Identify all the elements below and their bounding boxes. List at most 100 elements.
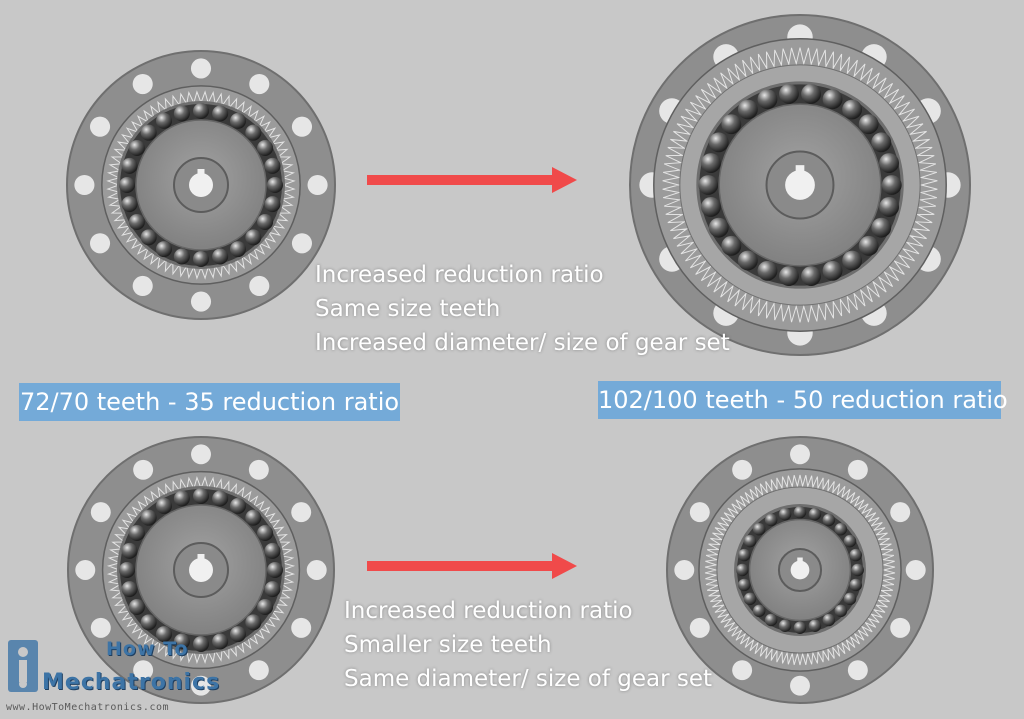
bolt-hole — [89, 116, 111, 137]
keyway — [795, 165, 805, 174]
bearing-ball — [871, 217, 892, 238]
shaft-bore — [189, 173, 213, 197]
bearing-ball — [140, 124, 157, 141]
bolt-hole — [133, 459, 154, 480]
bearing-ball — [738, 578, 751, 592]
keyway — [197, 554, 205, 561]
bearing-ball — [264, 581, 281, 598]
note-line: Increased reduction ratio — [344, 598, 633, 624]
bolt-hole — [291, 617, 312, 638]
label-72-70-teeth: 72/70 teeth - 35 reduction ratio — [19, 383, 400, 421]
bearing-ball — [801, 83, 821, 104]
bearing-ball — [128, 140, 145, 156]
bearing-ball — [173, 633, 190, 650]
bearing-ball — [119, 177, 135, 193]
bearing-ball — [743, 534, 757, 548]
gear-set-102-100-bottom — [666, 436, 934, 704]
bolt-hole — [732, 660, 753, 681]
bolt-hole — [191, 444, 211, 465]
watermark-url: www.HowToMechatronics.com — [6, 702, 170, 713]
bolt-hole — [291, 502, 312, 523]
bearing-ball — [156, 626, 172, 643]
bearing-ball — [808, 619, 822, 632]
bearing-ball — [708, 217, 729, 238]
bearing-ball — [708, 132, 729, 153]
bearing-ball — [743, 592, 757, 606]
note-line: Increased reduction ratio — [315, 262, 604, 288]
bearing-ball — [757, 260, 778, 281]
bolt-hole — [190, 58, 212, 79]
bearing-ball — [156, 497, 172, 514]
bearing-ball — [257, 140, 274, 156]
bearing-ball — [245, 614, 262, 631]
bearing-ball — [140, 509, 157, 526]
bearing-ball — [257, 525, 274, 541]
bearing-ball — [173, 248, 190, 265]
bearing-ball — [858, 114, 879, 135]
bolt-hole — [689, 617, 710, 638]
bolt-hole — [689, 502, 710, 523]
bolt-hole — [674, 560, 695, 580]
bearing-ball — [779, 83, 799, 104]
bolt-hole — [306, 560, 327, 580]
bolt-hole — [249, 73, 270, 95]
bearing-ball — [843, 534, 857, 548]
bearing-ball — [871, 132, 892, 153]
notes-top: Increased reduction ratio Same size teet… — [315, 258, 730, 360]
bolt-hole — [248, 660, 269, 681]
bearing-ball — [156, 241, 172, 258]
bolt-hole — [90, 617, 111, 638]
bearing-ball — [851, 563, 864, 577]
bearing-ball — [128, 525, 145, 541]
bearing-ball — [264, 157, 281, 174]
bolt-hole — [890, 617, 911, 638]
bearing-ball — [822, 89, 843, 110]
bearing-ball — [257, 599, 274, 615]
bearing-ball — [140, 614, 157, 631]
bearing-ball — [173, 490, 190, 507]
bearing-ball — [778, 619, 792, 632]
keyway — [197, 169, 205, 176]
gear-teeth — [662, 47, 938, 323]
bearing-ball — [128, 599, 145, 615]
bolt-hole — [74, 174, 95, 196]
bolt-hole — [132, 275, 153, 297]
bearing-ball — [752, 604, 766, 618]
arrow-right-icon — [367, 553, 577, 579]
bearing-ball — [879, 153, 900, 173]
bearing-ball — [737, 250, 758, 271]
bolt-hole — [132, 73, 153, 95]
bearing-ball — [879, 197, 900, 217]
bearing-ball — [193, 488, 209, 504]
bearing-ball — [230, 626, 246, 643]
bearing-ball — [140, 229, 157, 246]
bearing-ball — [849, 578, 862, 592]
bearing-ball — [721, 235, 742, 256]
bolt-hole — [291, 116, 313, 137]
bearing-ball — [779, 266, 799, 287]
bearing-ball — [267, 562, 283, 578]
bearing-ball — [230, 497, 246, 514]
gear-set-72-70-top — [66, 50, 336, 320]
bolt-hole — [847, 660, 868, 681]
bearing-ball — [128, 214, 145, 230]
bearing-ball — [822, 260, 843, 281]
bolt-hole — [790, 675, 810, 696]
bearing-ball — [842, 99, 863, 120]
bearing-ball — [842, 250, 863, 271]
bolt-hole — [248, 459, 269, 480]
bearing-ball — [264, 542, 281, 559]
note-line: Smaller size teeth — [344, 632, 552, 658]
bearing-ball — [778, 508, 792, 521]
note-line: Same diameter/ size of gear set — [344, 666, 713, 692]
bolt-hole — [847, 459, 868, 480]
bearing-ball — [257, 214, 274, 230]
bearing-ball — [193, 103, 209, 119]
bearing-ball — [736, 563, 749, 577]
bearing-ball — [121, 542, 138, 559]
bearing-ball — [700, 197, 721, 217]
bearing-ball — [230, 241, 246, 258]
bolt-hole — [249, 275, 270, 297]
bolt-hole — [291, 233, 313, 254]
bolt-hole — [191, 675, 211, 696]
